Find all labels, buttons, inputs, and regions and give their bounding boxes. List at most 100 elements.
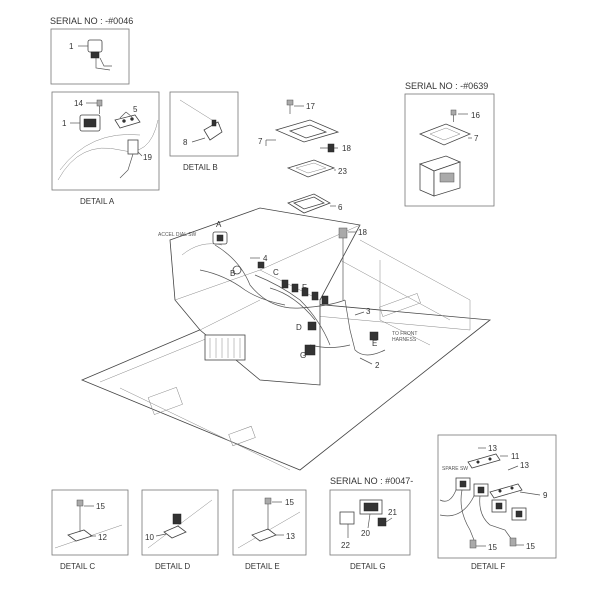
callout-16: 16 [471,111,480,120]
switch-20 [359,499,383,515]
detail-e: 15 13 DETAIL E [232,489,307,571]
callout-14: 14 [74,99,83,108]
detail-f-frame [437,434,557,559]
detail-b-label: DETAIL B [183,163,218,172]
callout-7a: 7 [258,137,263,146]
detail-b-frame [169,91,239,157]
bracket-7: 7 [258,119,340,146]
detail-c-label: DETAIL C [60,562,95,571]
connector-21 [377,517,393,527]
serial-frame-top-left [50,28,130,85]
callout-6: 6 [338,203,343,212]
serial-label-top-right: SERIAL NO : -#0639 [405,81,488,91]
detail-b: 8 DETAIL B [169,91,239,172]
callout-18b: 18 [358,228,367,237]
detail-f: 13 11 13 9 15 15 SPARE SW DETAIL F [437,434,557,571]
detail-a-label: DETAIL A [80,197,115,206]
bracket-11 [467,453,501,469]
serial-label-detail-g: SERIAL NO : #0047- [330,476,413,486]
callout-2: 2 [375,361,380,370]
note-harness: HARNESS [392,337,417,343]
marker-d: D [296,323,302,332]
marker-g: G [300,351,306,360]
clamp-icon [203,119,223,141]
serial-box-top-left: SERIAL NO : -#0046 1 [50,16,133,85]
bolt-icon [96,99,103,114]
callout-9: 9 [543,491,548,500]
switch-part-icon [87,39,112,71]
connector-icon [119,139,139,179]
callout-20: 20 [361,529,370,538]
marker-a: A [216,220,222,229]
pad-23: 23 [286,159,347,178]
note-accel-dial: ACCEL DIAL SW [158,232,197,238]
marker-c: C [273,268,279,277]
bolt-16 [450,109,457,122]
callout-1b: 1 [62,119,67,128]
clamp-b [232,265,242,275]
callout-18a: 18 [342,144,351,153]
note-to-front: TO FRONT [392,331,417,337]
callout-5: 5 [133,105,138,114]
callout-15f-b: 15 [526,542,535,551]
connector-cluster-f [281,279,329,305]
detail-c: 15 12 DETAIL C [51,489,129,571]
detail-g-frame [329,489,411,556]
callout-7b: 7 [474,134,479,143]
plug-15a [469,539,486,549]
accel-dial-switch [212,231,228,245]
serial-box-top-right: SERIAL NO : -#0639 16 7 [404,81,495,207]
marker-f: F [302,283,307,292]
callout-17: 17 [306,102,315,111]
clip-13 [251,497,277,542]
callout-23: 23 [338,167,347,176]
plate-6: 6 [287,193,343,214]
detail-e-label: DETAIL E [245,562,280,571]
callout-21: 21 [388,508,397,517]
wire-harness-main [214,244,346,309]
bracket-7b [418,123,472,146]
callout-15f-a: 15 [488,543,497,552]
detail-d-label: DETAIL D [155,562,190,571]
grille [204,334,246,361]
serial-frame-top-right [404,93,495,207]
bracket-icon [114,114,141,129]
detail-g-label: DETAIL G [350,562,386,571]
callout-1a: 1 [69,42,74,51]
plug-15b [509,537,524,547]
detail-f-label: DETAIL F [471,562,505,571]
clip-10 [163,513,187,539]
serial-label-top-left: SERIAL NO : -#0046 [50,16,133,26]
callout-13e: 13 [286,532,295,541]
callout-10: 10 [145,533,154,542]
machine-assembly: 18 A B C F D G E 4 3 2 ACCEL DIAL SW TO … [80,207,492,471]
plate-22 [339,511,355,525]
marker-b: B [230,269,235,278]
screw-18a: 18 [320,143,351,153]
bracket-13b [489,483,523,499]
callout-13b: 13 [520,461,529,470]
callout-19: 19 [143,153,152,162]
callout-3: 3 [366,307,371,316]
callout-15e: 15 [285,498,294,507]
switch-box-icon [418,155,462,197]
detail-d: 10 DETAIL D [141,489,219,571]
callout-15c: 15 [96,502,105,511]
detail-g: SERIAL NO : #0047- 22 20 21 DETAIL G [329,476,413,571]
detail-c-frame [51,489,129,556]
callout-12: 12 [98,533,107,542]
detail-a: 14 1 5 19 DETAIL A [51,91,160,206]
marker-e: E [372,339,377,348]
callout-11: 11 [511,452,520,461]
callout-8: 8 [183,138,188,147]
switch-cluster-9 [455,477,527,521]
callout-4: 4 [263,254,268,263]
detail-e-frame [232,489,307,556]
detail-d-frame [141,489,219,556]
rod-18: 18 [338,227,367,300]
callout-22: 22 [341,541,350,550]
detail-a-frame [51,91,160,191]
bolt-17: 17 [286,99,315,114]
callout-13a: 13 [488,444,497,453]
